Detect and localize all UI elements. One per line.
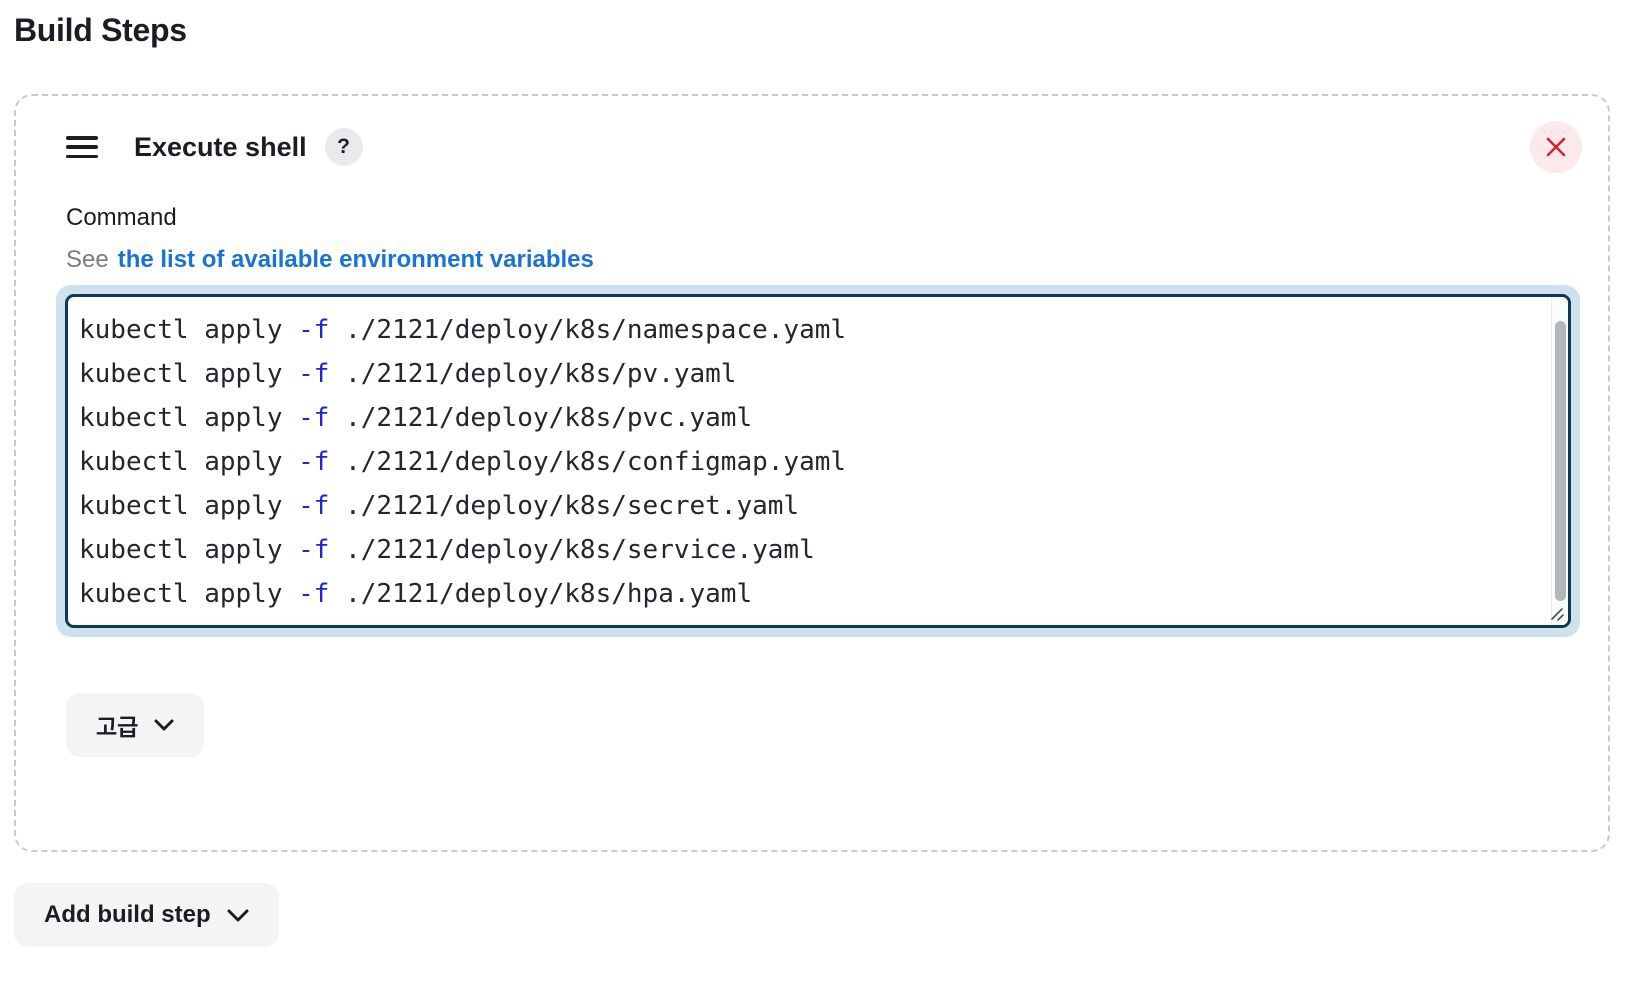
shell-flag: -f: [298, 403, 330, 433]
command-line: kubectl apply -f ./2121/deploy/k8s/pvc.y…: [79, 403, 753, 433]
resize-grip-icon[interactable]: [1546, 603, 1566, 623]
shell-flag: -f: [298, 491, 330, 521]
close-icon: [1544, 135, 1568, 159]
build-step-card: Execute shell ? Command See the list of a…: [14, 94, 1610, 852]
shell-flag: -f: [298, 315, 330, 345]
add-build-step-label: Add build step: [44, 901, 211, 928]
command-line: kubectl apply -f ./2121/deploy/k8s/names…: [79, 315, 847, 345]
environment-variables-link[interactable]: the list of available environment variab…: [117, 246, 594, 273]
build-step-header: Execute shell ?: [52, 120, 1584, 174]
shell-flag: -f: [298, 579, 330, 609]
editor-scrollbar-thumb[interactable]: [1555, 321, 1566, 601]
step-title: Execute shell: [134, 131, 307, 162]
see-prefix: See: [66, 246, 109, 273]
question-mark-icon: ?: [337, 135, 350, 158]
shell-flag: -f: [298, 359, 330, 389]
help-button[interactable]: ?: [324, 128, 363, 166]
command-line: kubectl apply -f ./2121/deploy/k8s/pv.ya…: [79, 359, 737, 389]
editor-scrollbar-track[interactable]: [1551, 297, 1568, 625]
drag-handle-icon[interactable]: [66, 136, 98, 158]
add-build-step-button[interactable]: Add build step: [14, 883, 279, 947]
env-variables-hint: See the list of available environment var…: [66, 246, 1584, 274]
advanced-button-label: 고급: [96, 714, 139, 740]
command-editor-content[interactable]: kubectl apply -f ./2121/deploy/k8s/names…: [68, 297, 1568, 625]
command-line: kubectl apply -f ./2121/deploy/k8s/secre…: [79, 491, 800, 521]
delete-step-button[interactable]: [1530, 121, 1582, 173]
command-line: kubectl apply -f ./2121/deploy/k8s/servi…: [79, 535, 815, 565]
command-editor-focus-ring: kubectl apply -f ./2121/deploy/k8s/names…: [56, 285, 1580, 637]
page-title: Build Steps: [14, 12, 187, 48]
command-line: kubectl apply -f ./2121/deploy/k8s/hpa.y…: [79, 579, 753, 609]
shell-flag: -f: [298, 447, 330, 477]
chevron-down-icon: [154, 719, 174, 731]
chevron-down-icon: [227, 909, 249, 922]
shell-flag: -f: [298, 535, 330, 565]
advanced-button[interactable]: 고급: [66, 693, 205, 757]
command-line: kubectl apply -f ./2121/deploy/k8s/confi…: [79, 447, 847, 477]
command-editor[interactable]: kubectl apply -f ./2121/deploy/k8s/names…: [65, 294, 1571, 628]
command-label: Command: [66, 204, 177, 231]
